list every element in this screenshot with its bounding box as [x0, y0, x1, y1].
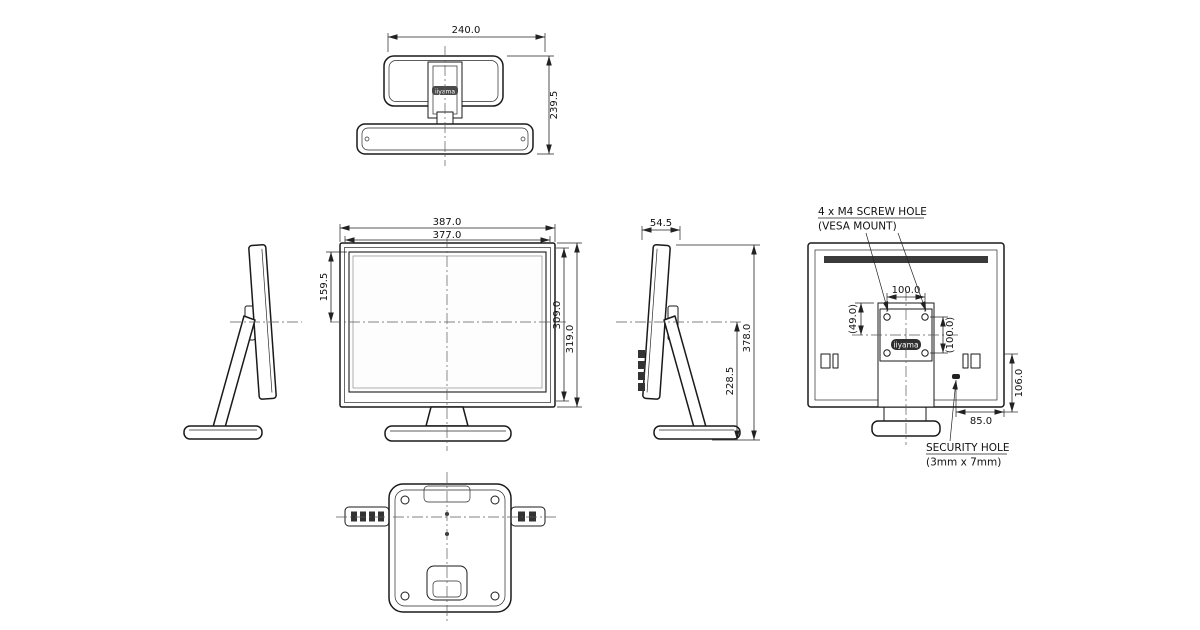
dim-front-inner-width: 377.0 — [344, 230, 551, 243]
dim-vesa-height-label: (100.0) — [945, 317, 956, 354]
security-note-line2: (3mm x 7mm) — [926, 457, 1001, 469]
dim-rear-bottom-width-label: 85.0 — [970, 416, 992, 427]
bottom-port-tab-right — [510, 506, 546, 527]
side-button — [638, 361, 645, 369]
rear-speaker-right-2 — [962, 353, 969, 369]
dim-vesa-offset-label: (49.0) — [848, 304, 859, 334]
bottom-base-inner — [394, 489, 506, 607]
dim-rear-side-height-label: 106.0 — [1014, 369, 1025, 398]
dim-front-inner-height-label: 309.0 — [552, 301, 563, 330]
bottom-view — [336, 472, 558, 622]
dim-vesa-width-label: 100.0 — [892, 285, 921, 296]
security-hole-slot — [952, 374, 960, 379]
vesa-hole — [921, 313, 929, 321]
left-stand-base — [183, 425, 263, 440]
left-panel-face-line — [261, 248, 273, 393]
leader-line — [897, 232, 927, 312]
rear-view: iiyama 100.0 (100.0) (49.0) — [807, 206, 1025, 469]
side-button — [638, 350, 645, 358]
right-side-view: 54.5 378.0 228.5 — [616, 218, 760, 441]
dim-front-center-to-top-label: 159.5 — [319, 273, 330, 302]
base-screw-hole — [490, 591, 500, 601]
dim-front-outer-height-label: 319.0 — [565, 325, 576, 354]
base-screw-left — [364, 136, 370, 142]
left-stand-arm — [212, 315, 256, 432]
right-panel-face-line — [646, 248, 658, 393]
brand-logo-plate-rear — [891, 339, 921, 350]
vesa-note-line1: 4 x M4 SCREW HOLE — [818, 206, 927, 218]
dim-top-width: 240.0 — [387, 25, 546, 52]
base-screw-right — [520, 136, 526, 142]
security-note: SECURITY HOLE (3mm x 7mm) — [926, 379, 1010, 469]
rear-speaker-left — [820, 353, 831, 369]
base-screw-hole — [400, 591, 410, 601]
dim-side-center-height-label: 228.5 — [725, 367, 736, 396]
rear-speaker-left-2 — [832, 353, 839, 369]
dim-vesa-offset: (49.0) — [848, 302, 874, 335]
port-connector — [360, 511, 366, 522]
dim-side-total-height-label: 378.0 — [742, 324, 753, 353]
dim-side-total-height: 378.0 — [676, 244, 760, 441]
rear-vent — [824, 256, 988, 263]
port-connector — [529, 511, 536, 522]
vesa-note-line2: (VESA MOUNT) — [818, 221, 897, 233]
dim-front-outer-height: 319.0 — [557, 242, 582, 408]
port-connector — [351, 511, 357, 522]
front-view: 387.0 377.0 159.5 309.0 319.0 — [319, 217, 582, 451]
dim-front-outer-width-label: 387.0 — [433, 217, 462, 228]
side-button — [638, 372, 645, 380]
dim-side-depth: 54.5 — [641, 218, 681, 240]
left-side-view — [183, 244, 302, 440]
dim-top-width-label: 240.0 — [452, 25, 481, 36]
front-stand-base — [384, 425, 512, 442]
dim-front-center-to-top: 159.5 — [319, 251, 347, 322]
base-screw-hole — [490, 495, 500, 505]
bottom-base-plate — [388, 483, 512, 613]
brand-logo-text-rear: iiyama — [893, 341, 918, 350]
leader-line — [949, 379, 958, 442]
vesa-hole — [883, 313, 891, 321]
dim-side-depth-label: 54.5 — [650, 218, 672, 229]
dim-top-depth-label: 239.5 — [549, 91, 560, 120]
vesa-hole — [883, 349, 891, 357]
right-stand-base — [653, 425, 741, 440]
front-bezel-mid — [344, 247, 551, 403]
rear-speaker-right — [970, 353, 981, 369]
port-connector — [369, 511, 375, 522]
right-stand-arm — [663, 315, 707, 432]
dim-front-outer-width: 387.0 — [339, 217, 556, 242]
dim-vesa-height: (100.0) — [930, 316, 956, 354]
leader-line — [865, 232, 889, 312]
side-button — [638, 383, 645, 391]
dim-rear-side-height: 106.0 — [1004, 353, 1025, 413]
dim-top-depth: 239.5 — [507, 55, 560, 155]
vesa-hole — [921, 349, 929, 357]
security-note-line1: SECURITY HOLE — [926, 442, 1010, 454]
top-view: iiyama 240.0 239.5 — [356, 25, 560, 166]
port-connector — [518, 511, 525, 522]
base-screw-hole — [400, 495, 410, 505]
vesa-note: 4 x M4 SCREW HOLE (VESA MOUNT) — [818, 206, 927, 312]
dim-front-inner-width-label: 377.0 — [433, 230, 462, 241]
dim-front-inner-height: 309.0 — [552, 247, 569, 402]
port-connector — [378, 511, 384, 522]
dim-side-center-height: 228.5 — [725, 322, 740, 440]
